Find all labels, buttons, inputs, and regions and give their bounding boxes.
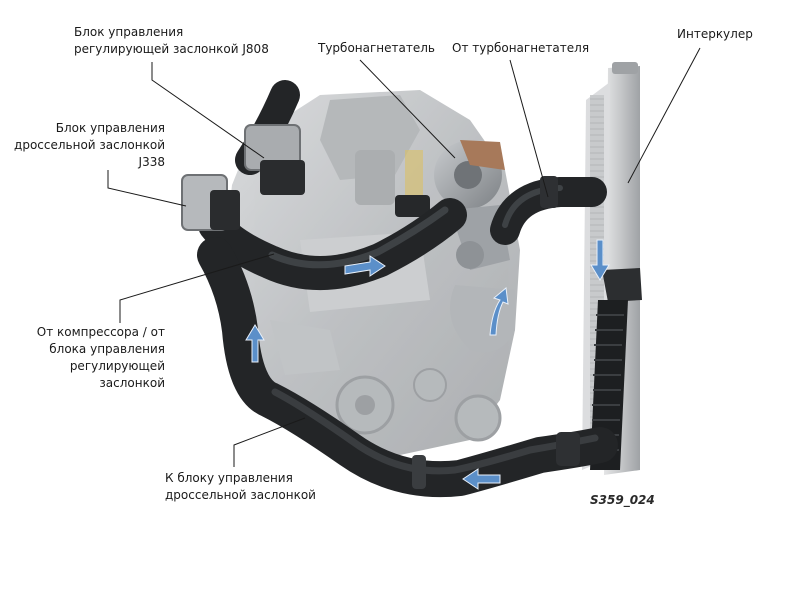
flow-arrows xyxy=(245,239,610,490)
label-to-throttle: К блоку управления дроссельной заслонкой xyxy=(165,471,316,502)
flow-arrow-icon xyxy=(462,468,501,490)
flow-arrow-icon xyxy=(344,255,386,277)
label-from-compressor: От компрессора / от блока управления рег… xyxy=(36,325,165,390)
label-intercooler: Интеркулер xyxy=(677,27,753,41)
label-turbocharger: Турбонагнетатель xyxy=(318,41,435,55)
label-j808: Блок управления регулирующей заслонкой J… xyxy=(74,25,269,56)
label-from-turbocharger: От турбонагнетателя xyxy=(452,41,590,55)
intercooler xyxy=(582,62,642,475)
figure-code: S359_024 xyxy=(590,493,655,507)
flow-arrow-icon xyxy=(489,287,509,336)
label-j338: Блок управления дроссельной заслонкой J3… xyxy=(14,121,165,169)
flow-arrow-icon xyxy=(590,239,610,281)
leader-lines xyxy=(107,47,701,467)
flow-arrow-icon xyxy=(245,324,265,363)
throttle-units xyxy=(181,124,305,231)
